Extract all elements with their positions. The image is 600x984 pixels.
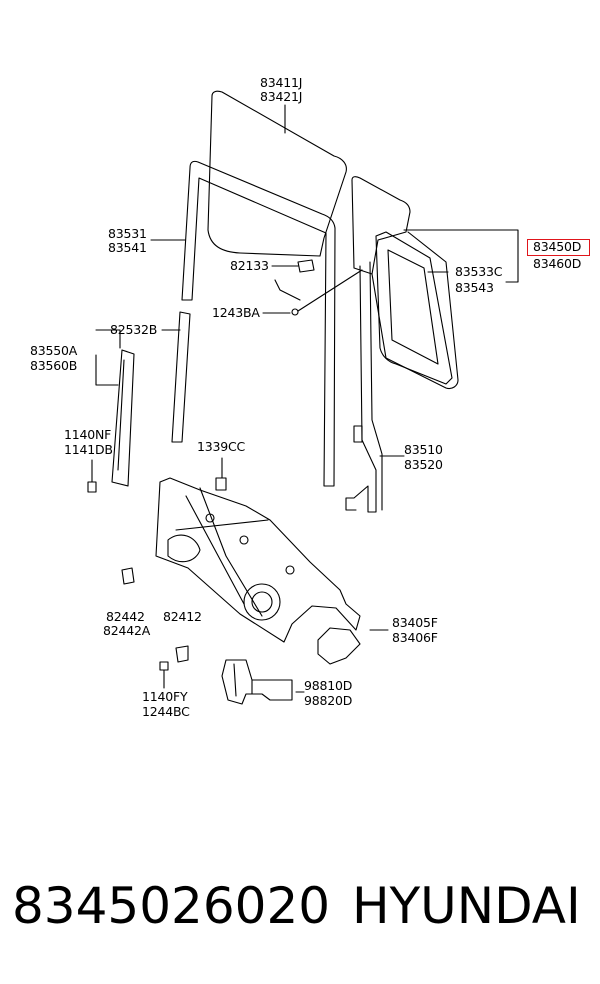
clip-82412 [175, 645, 189, 663]
bolt-1339CC [215, 477, 227, 491]
run-channel [181, 160, 336, 487]
label-83421J: 83421J [260, 89, 303, 104]
footer-part-number: 8345026020 [12, 877, 331, 935]
label-83406F: 83406F [392, 630, 438, 645]
label-83460D: 83460D [533, 256, 582, 271]
quarter-sash-frame [375, 231, 453, 385]
label-1140NF: 1140NF [64, 427, 112, 442]
highlight-box-83450D [527, 239, 590, 256]
regulator-hole-3 [285, 565, 295, 575]
quarter-glass-outline [351, 176, 411, 275]
label-1141DB: 1141DB [64, 442, 113, 457]
footer-brand: HYUNDAI [352, 877, 581, 935]
clip-82442 [121, 567, 135, 585]
leader-1243BA [262, 269, 363, 314]
division-bracket [353, 425, 363, 443]
label-83405F: 83405F [392, 615, 438, 630]
regulator-arm-3 [199, 487, 263, 617]
rear-guide-inner [117, 359, 125, 471]
regulator-slot [167, 534, 201, 563]
label-83541: 83541 [108, 240, 147, 255]
regulator-arm-1 [185, 495, 245, 605]
label-1244BC: 1244BC [142, 704, 190, 719]
regulator-hole-1 [205, 513, 215, 523]
power-window-motor-detail [233, 663, 253, 697]
leader-83550A [95, 329, 121, 386]
division-channel-2 [369, 261, 383, 511]
division-channel [345, 265, 377, 513]
label-1339CC: 1339CC [197, 439, 246, 454]
power-window-motor [221, 659, 293, 705]
label-82442: 82442 [106, 609, 145, 624]
label-98810D: 98810D [304, 678, 353, 693]
lower-run-strip [171, 311, 191, 443]
label-1140FY: 1140FY [142, 689, 188, 704]
door-glass-outline [207, 90, 347, 257]
bracket-83450D [403, 229, 519, 283]
regulator-sector [243, 583, 281, 621]
label-82532B: 82532B [110, 322, 158, 337]
label-83543: 83543 [455, 280, 494, 295]
regulator-motor [317, 627, 361, 665]
label-83560B: 83560B [30, 358, 78, 373]
bolt-1140NF [87, 481, 97, 493]
regulator-hole-2 [239, 535, 249, 545]
label-82412: 82412 [163, 609, 202, 624]
label-1243BA: 1243BA [212, 305, 260, 320]
label-83411J: 83411J [260, 75, 303, 90]
bolt-1243BA [291, 308, 299, 316]
label-83550A: 83550A [30, 343, 78, 358]
label-83450D: 83450D [533, 239, 582, 254]
regulator-sector-inner [251, 591, 273, 613]
label-98820D: 98820D [304, 693, 353, 708]
rear-guide [111, 349, 135, 487]
regulator-arm-2 [175, 519, 269, 531]
quarter-glass-lower [371, 231, 459, 390]
screw-1140FY [159, 661, 169, 671]
label-83520: 83520 [404, 457, 443, 472]
label-83533C: 83533C [455, 264, 503, 279]
quarter-sash-inner [387, 249, 439, 365]
label-82133: 82133 [230, 258, 269, 273]
label-83510: 83510 [404, 442, 443, 457]
regulator-plate [155, 477, 361, 643]
label-82442A: 82442A [103, 623, 151, 638]
clip-82133 [297, 259, 315, 273]
label-83531: 83531 [108, 226, 147, 241]
